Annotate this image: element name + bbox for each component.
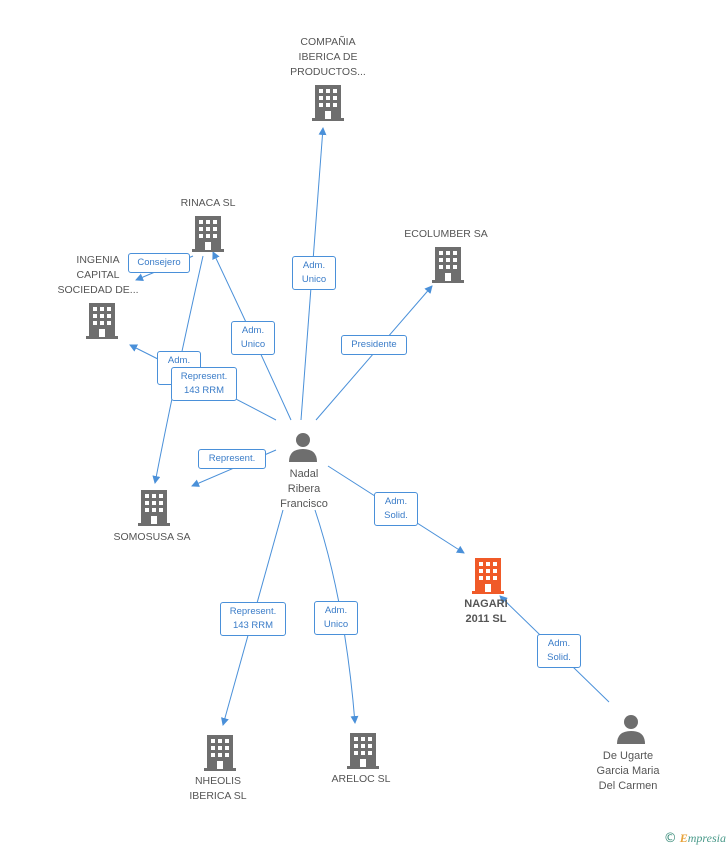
building-icon[interactable] <box>192 216 224 252</box>
node-label-compania[interactable]: COMPAÑIA IBERICA DE PRODUCTOS... <box>290 36 366 78</box>
edge-tag-nagari: Adm. Solid. <box>374 492 418 526</box>
edge-tag-compania: Adm. Unico <box>292 256 336 290</box>
edge-tag-deugarte-nagari: Adm. Solid. <box>537 634 581 668</box>
node-label-nheolis[interactable]: NHEOLIS IBERICA SL <box>189 775 247 802</box>
footer-watermark: ©Empresia <box>664 831 726 846</box>
edge-tag-ingenia-consejero: Consejero <box>128 253 190 273</box>
node-label-rinaca[interactable]: RINACA SL <box>180 197 236 209</box>
node-label-somosusa[interactable]: SOMOSUSA SA <box>113 531 191 543</box>
edge-tag-areloc: Adm. Unico <box>314 601 358 635</box>
node-label-center[interactable]: Nadal Ribera Francisco <box>280 468 328 510</box>
edge-tag-rinaca: Adm. Unico <box>231 321 275 355</box>
building-icon[interactable] <box>312 85 344 121</box>
node-label-deugarte[interactable]: De Ugarte Garcia Maria Del Carmen <box>596 750 660 792</box>
node-label-ecolumber[interactable]: ECOLUMBER SA <box>404 228 488 240</box>
building-icon[interactable] <box>432 247 464 283</box>
brand-initial: E <box>679 831 688 845</box>
building-icon[interactable] <box>138 490 170 526</box>
edge-tag-somosusa-represent-rrm: Represent. 143 RRM <box>171 367 237 401</box>
building-icon[interactable] <box>347 733 379 769</box>
node-label-areloc[interactable]: ARELOC SL <box>331 773 391 785</box>
edge-tag-somosusa-represent: Represent. <box>198 449 266 469</box>
building-icon[interactable] <box>204 735 236 771</box>
person-icon[interactable] <box>288 432 318 462</box>
edge-tag-ecolumber: Presidente <box>341 335 407 355</box>
brand-name: mpresia <box>687 831 726 845</box>
building-icon[interactable] <box>472 558 504 594</box>
edge-tag-nheolis: Represent. 143 RRM <box>220 602 286 636</box>
copyright-icon: © <box>663 831 677 846</box>
building-icon[interactable] <box>86 303 118 339</box>
person-icon[interactable] <box>616 714 646 744</box>
node-label-ingenia[interactable]: INGENIA CAPITAL SOCIEDAD DE... <box>57 254 139 296</box>
node-label-nagari[interactable]: NAGARI 2011 SL <box>464 598 508 625</box>
